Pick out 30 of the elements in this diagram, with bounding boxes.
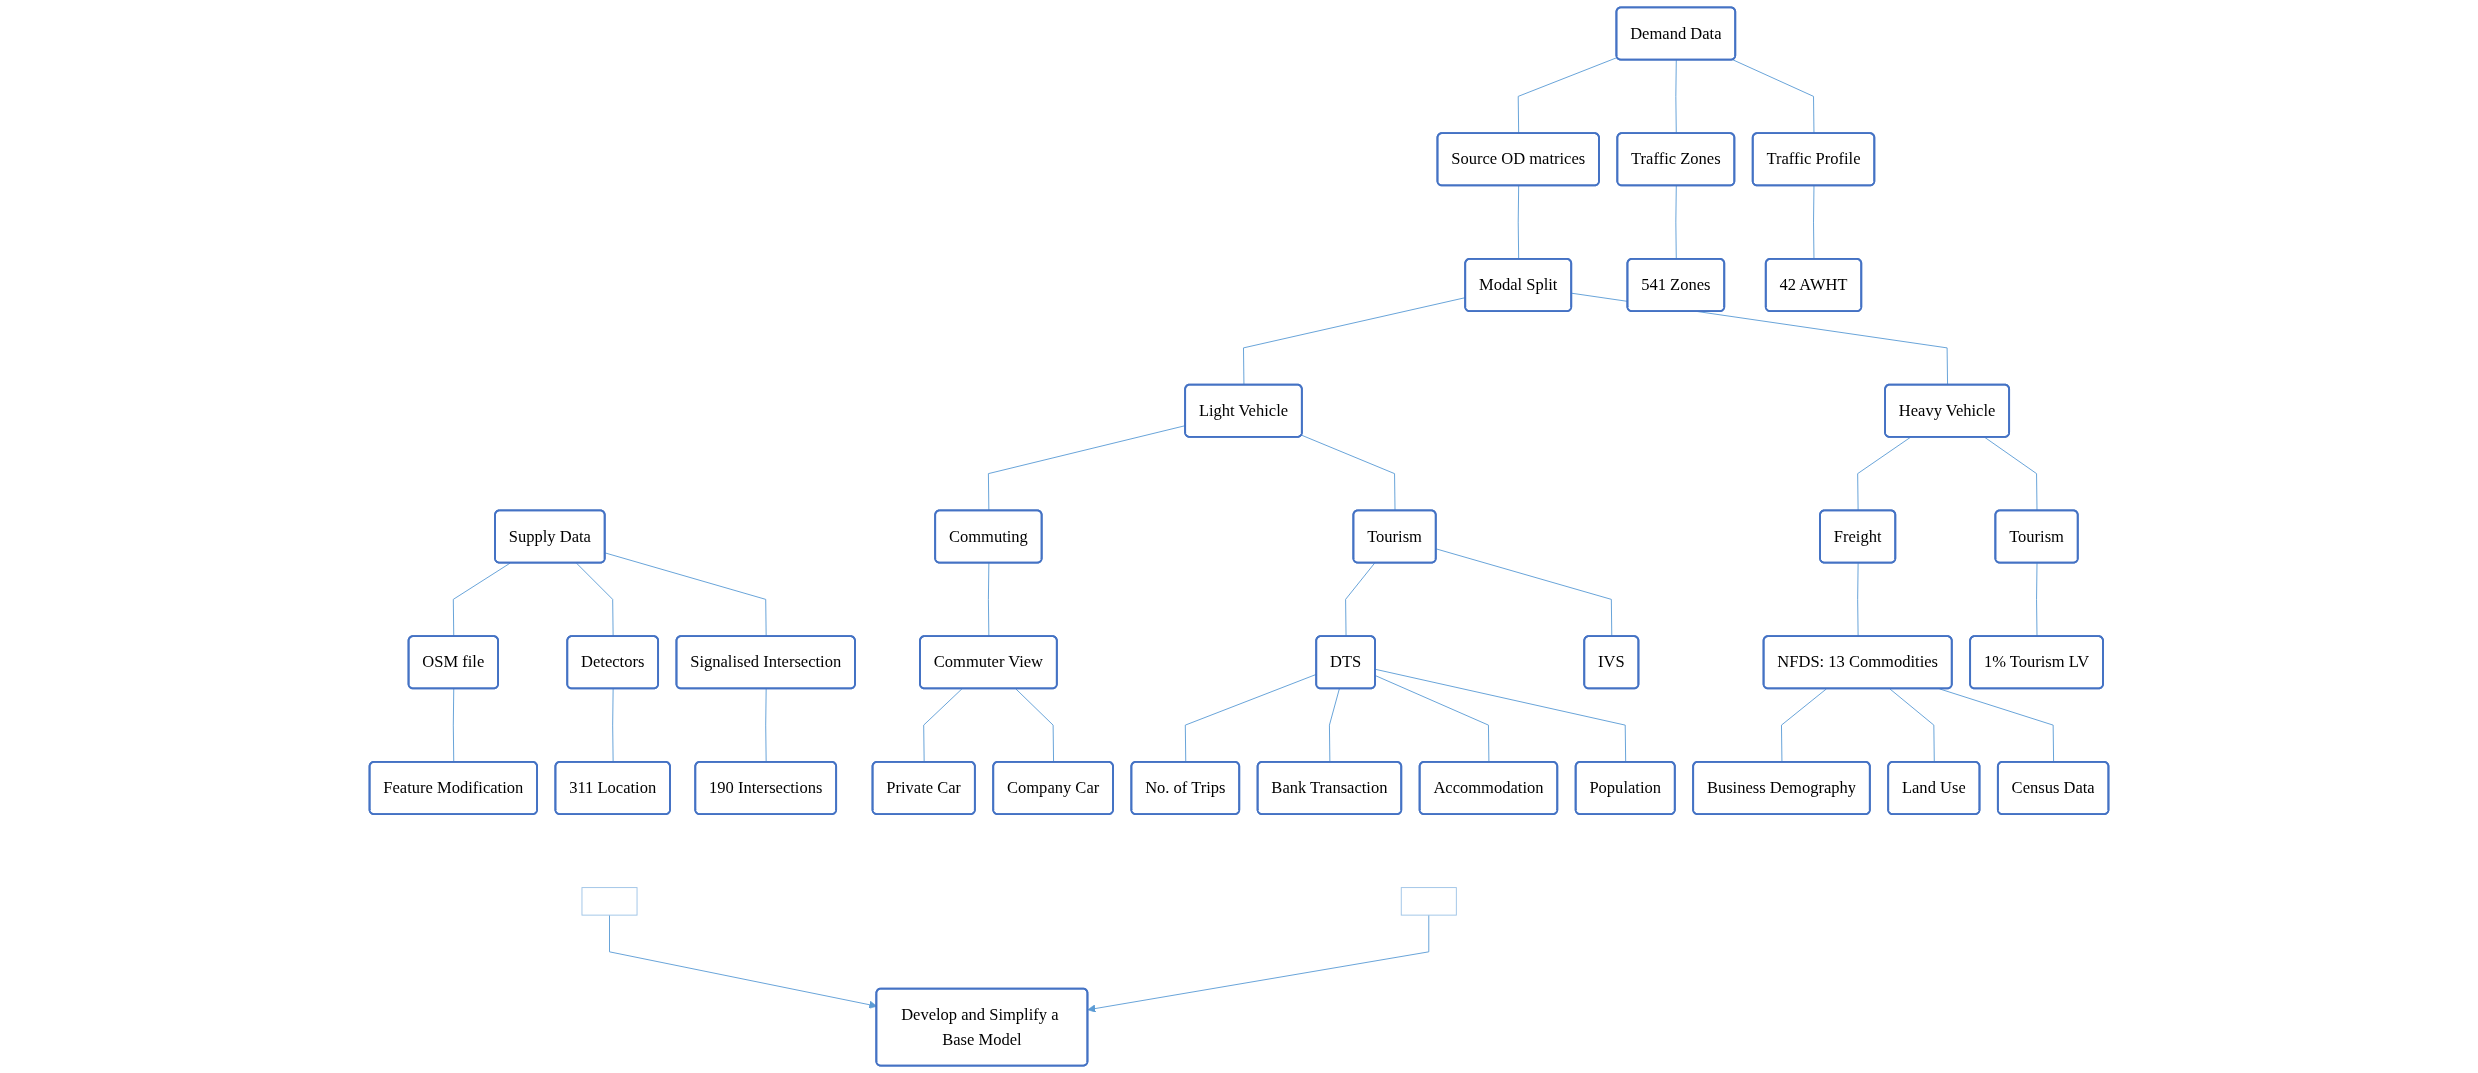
connector (987, 562, 990, 637)
connector (612, 688, 614, 763)
connector (604, 552, 767, 637)
connector (1375, 668, 1627, 763)
node-bracket (581, 887, 638, 916)
connector (1781, 688, 1827, 763)
connector (1328, 688, 1340, 763)
connector (1675, 185, 1677, 260)
connector (1939, 688, 2055, 763)
connector (923, 688, 963, 763)
connector (1675, 59, 1677, 134)
connector (1435, 548, 1613, 637)
connector (1015, 688, 1055, 763)
connector (1984, 436, 2038, 512)
connector (1517, 185, 1520, 260)
connector (1732, 59, 1815, 134)
connector (765, 688, 767, 763)
connector (1517, 57, 1618, 134)
connector (1301, 434, 1396, 512)
connector (452, 562, 511, 637)
connector (576, 562, 614, 637)
connector (2036, 562, 2038, 637)
connector (1889, 688, 1935, 763)
connector (452, 688, 455, 763)
connector (1375, 675, 1490, 763)
connector (1345, 562, 1376, 637)
node-bracket (1400, 887, 1457, 916)
connector (1813, 185, 1815, 260)
connector (1857, 562, 1859, 637)
connector (1857, 436, 1911, 512)
